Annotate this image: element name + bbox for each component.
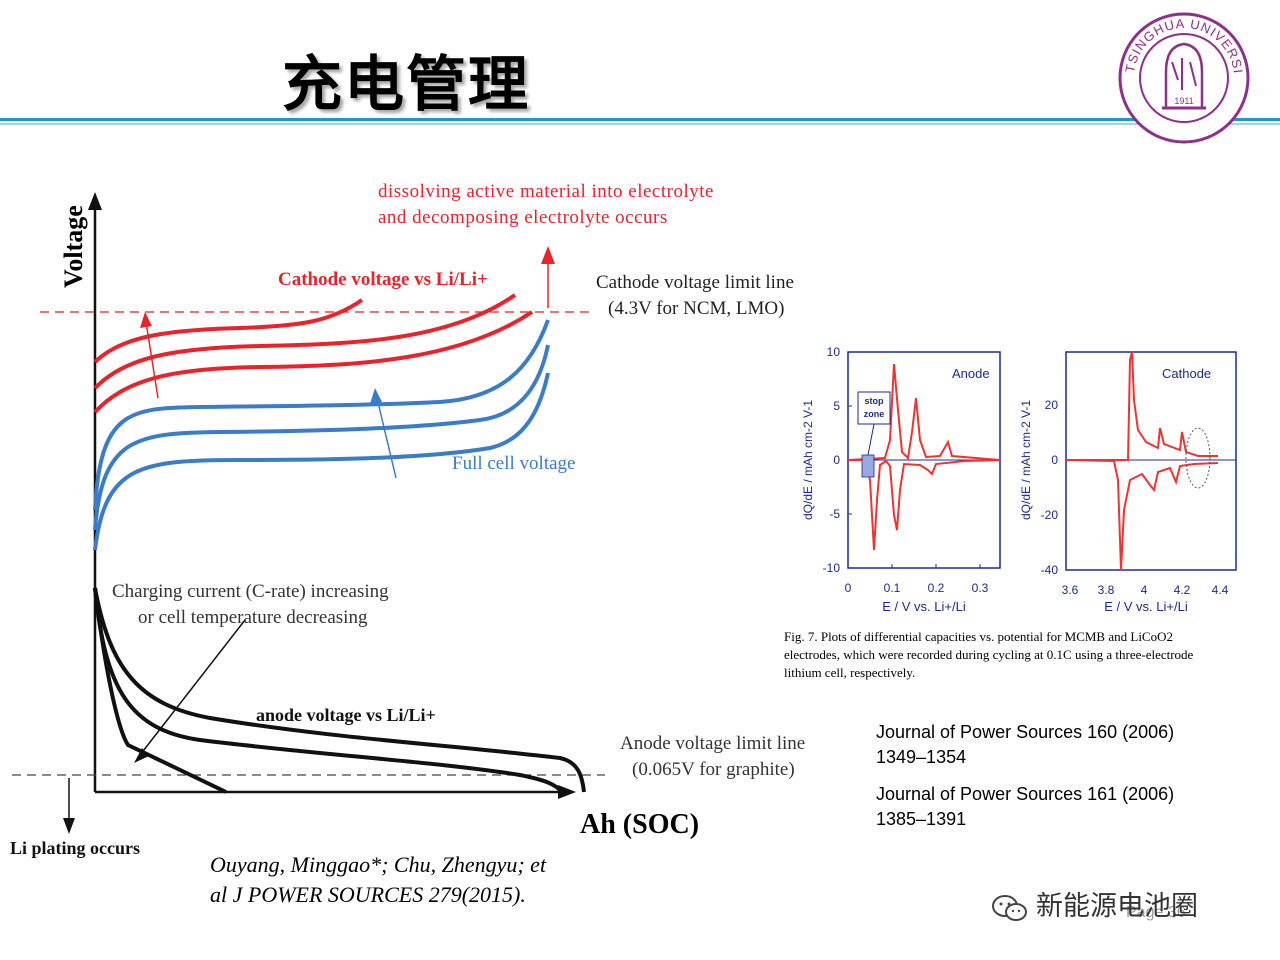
anode-dqde-panel: stop zone Anode 10 5 0 -5 -10 0 0.1 0.2 … <box>801 345 1001 614</box>
cathode-charge-curve <box>1066 351 1218 461</box>
anode-arrow-head <box>134 748 149 763</box>
figure-caption: Fig. 7. Plots of differential capacities… <box>784 628 1254 682</box>
cathode-label: Cathode voltage vs Li/Li+ <box>278 269 488 290</box>
cathode-ytick: -20 <box>1041 508 1059 522</box>
x-axis-label: Ah (SOC) <box>580 809 699 840</box>
cathode-xtick: 4.4 <box>1212 583 1229 597</box>
reference-1-line2: 1349–1354 <box>876 747 967 767</box>
slide-title: 充电管理 <box>282 50 530 120</box>
anode-ylabel: dQ/dE / mAh cm-2 V-1 <box>801 400 815 520</box>
charging-schematic: Voltage Ah (SOC) dissolving active mater… <box>10 181 805 858</box>
dissolving-arrow-head <box>541 246 555 264</box>
cathode-xtick: 4 <box>1141 583 1148 597</box>
anode-ytick: -10 <box>823 561 841 575</box>
reference-2-line2: 1385–1391 <box>876 809 967 829</box>
cathode-xtick: 3.8 <box>1098 583 1115 597</box>
cathode-ytick: -40 <box>1041 563 1059 577</box>
cathode-dqde-panel: Cathode 20 0 -20 -40 3.6 3.8 4 4.2 4.4 E… <box>1019 351 1237 614</box>
full-cell-curve-2 <box>93 344 550 531</box>
cathode-xtick: 3.6 <box>1062 583 1079 597</box>
cathode-panel-title: Cathode <box>1162 366 1211 381</box>
cathode-highlight-ellipse <box>1185 427 1211 489</box>
anode-limit-label-2: (0.065V for graphite) <box>632 759 795 780</box>
anode-ytick: 10 <box>827 345 841 359</box>
cathode-curve-2 <box>93 293 517 390</box>
reference-2: Journal of Power Sources 161 (2006) 1385… <box>876 782 1174 832</box>
cathode-curve-3 <box>93 310 534 414</box>
cathode-limit-label-2: (4.3V for NCM, LMO) <box>608 298 784 319</box>
cathode-curves <box>93 293 534 414</box>
anode-panel-title: Anode <box>952 366 990 381</box>
li-plating-label: Li plating occurs <box>10 838 140 858</box>
anode-ytick: 0 <box>833 453 840 467</box>
anode-ytick: 5 <box>833 399 840 413</box>
wechat-icon <box>992 894 1027 921</box>
full-cell-curve-1 <box>93 319 550 511</box>
anode-curve-2 <box>93 587 564 794</box>
figure-caption-line3: lithium cell, respectively. <box>784 665 916 680</box>
title-divider <box>0 118 1280 121</box>
reference-1-line1: Journal of Power Sources 160 (2006) <box>876 722 1175 742</box>
full-cell-curve-3 <box>93 372 550 551</box>
full-cell-arrow-line <box>376 397 397 479</box>
cathode-ytick: 0 <box>1051 453 1058 467</box>
top-note-line1: dissolving active material into electrol… <box>378 181 714 202</box>
li-plating-arrow-head <box>63 818 75 834</box>
anode-xtick: 0.3 <box>972 581 989 595</box>
stop-zone-label-1: stop <box>865 396 885 406</box>
x-axis-arrow <box>558 785 576 799</box>
anode-xtick: 0 <box>845 581 852 595</box>
anode-ytick: -5 <box>829 507 840 521</box>
cathode-ylabel: dQ/dE / mAh cm-2 V-1 <box>1019 400 1033 520</box>
anode-discharge-curve <box>848 459 1001 551</box>
citation-line2: al J POWER SOURCES 279(2015). <box>210 882 526 907</box>
citation-line1: Ouyang, Minggao*; Chu, Zhengyu; et <box>210 852 547 877</box>
figure-caption-line1: Fig. 7. Plots of differential capacities… <box>784 629 1173 644</box>
anode-ticks <box>848 351 981 568</box>
anode-arrow-line <box>139 619 246 756</box>
anode-charge-curve <box>847 363 1001 461</box>
anode-curves <box>93 587 586 794</box>
full-cell-arrow-head <box>370 388 382 404</box>
cathode-curve-1 <box>93 298 364 364</box>
anode-curve-1 <box>93 587 586 793</box>
figure-caption-line2: electrodes, which were recorded during c… <box>784 647 1194 662</box>
reference-1: Journal of Power Sources 160 (2006) 1349… <box>876 720 1174 770</box>
full-cell-label: Full cell voltage <box>452 453 575 474</box>
cathode-arrow-head <box>140 312 152 328</box>
logo-year: 1911 <box>1174 96 1193 106</box>
cathode-ytick: 20 <box>1045 398 1059 412</box>
charging-note-line2: or cell temperature decreasing <box>138 607 368 628</box>
stop-zone-fill <box>861 454 875 478</box>
y-axis-arrow <box>88 192 102 210</box>
anode-label: anode voltage vs Li/Li+ <box>256 705 436 725</box>
stop-zone-label-2: zone <box>864 409 885 419</box>
cathode-arrow-line <box>145 321 159 399</box>
tsinghua-logo: TSINGHUA UNIVERSITY 1911 <box>1116 10 1250 144</box>
top-note-line2: and decomposing electrolyte occurs <box>378 207 668 228</box>
anode-xtick: 0.1 <box>884 581 901 595</box>
cathode-discharge-curve <box>1065 459 1219 571</box>
citation: Ouyang, Minggao*; Chu, Zhengyu; et al J … <box>210 850 546 910</box>
cathode-limit-label-1: Cathode voltage limit line <box>596 272 794 293</box>
title-divider-light <box>0 123 1280 125</box>
anode-curve-3 <box>93 587 227 794</box>
full-cell-curves <box>93 319 550 551</box>
anode-xlabel: E / V vs. Li+/Li <box>882 599 966 614</box>
anode-xtick: 0.2 <box>928 581 945 595</box>
anode-limit-label-1: Anode voltage limit line <box>620 733 805 754</box>
watermark-text: 新能源电池圈 <box>1036 891 1198 922</box>
page-number: Page 36 <box>1126 904 1186 921</box>
stop-zone-box <box>857 391 891 425</box>
stop-zone-pointer <box>867 423 875 456</box>
cathode-xtick: 4.2 <box>1174 583 1191 597</box>
charging-note-line1: Charging current (C-rate) increasing <box>112 581 389 602</box>
watermark: 新能源电池圈 <box>990 884 1198 923</box>
reference-2-line1: Journal of Power Sources 161 (2006) <box>876 784 1175 804</box>
cathode-xlabel: E / V vs. Li+/Li <box>1104 599 1188 614</box>
y-axis-label: Voltage <box>59 205 88 288</box>
